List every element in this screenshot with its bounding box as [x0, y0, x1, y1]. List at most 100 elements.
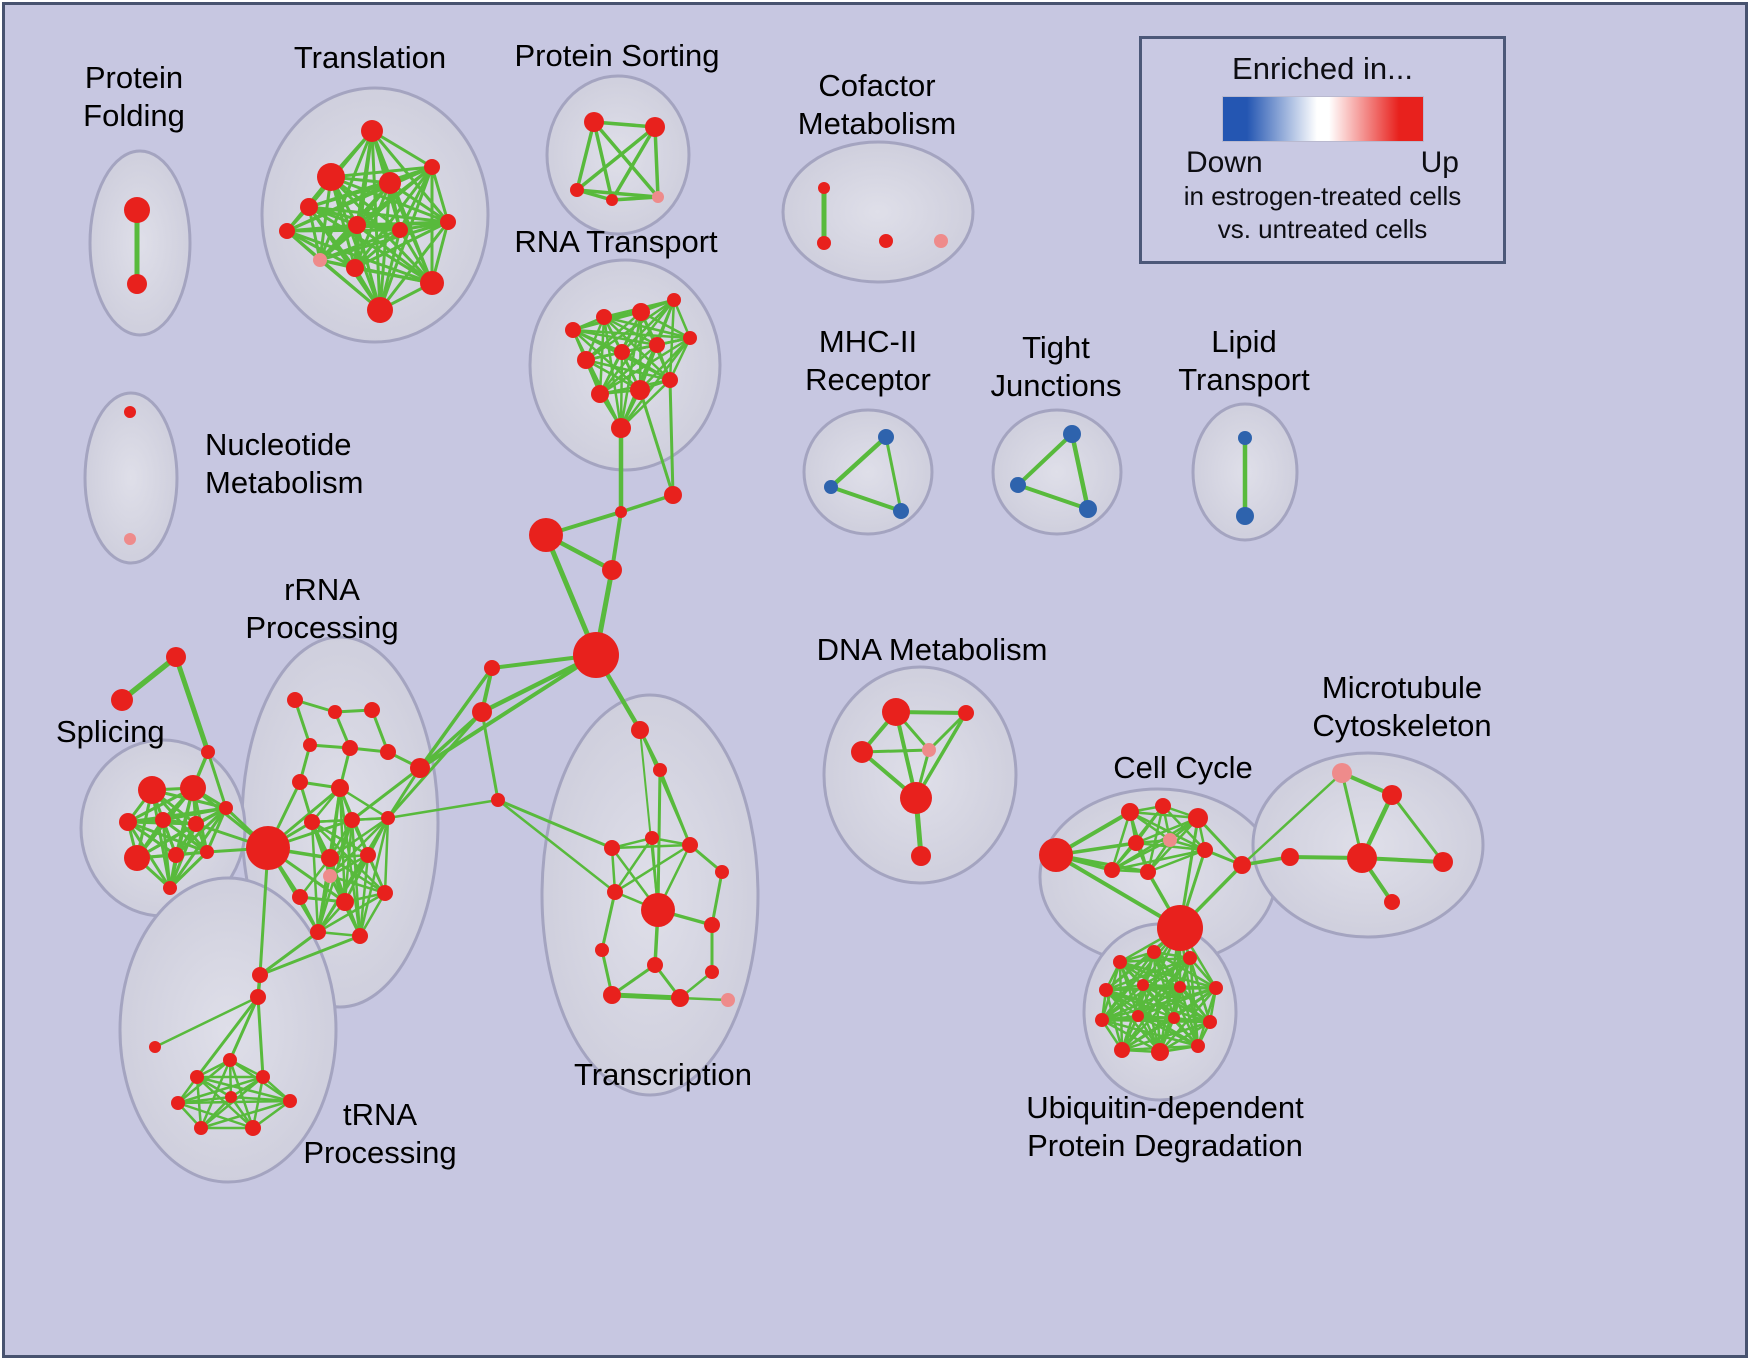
- network-node-cc10: [1233, 856, 1251, 874]
- network-node-s7: [124, 845, 150, 871]
- nodes-layer: [111, 112, 1453, 1136]
- network-node-ps4: [606, 194, 618, 206]
- cluster-label-trna-processing: tRNA: [343, 1097, 417, 1132]
- network-edge: [168, 850, 209, 890]
- network-node-r13: [381, 811, 395, 825]
- network-node-m8: [245, 1120, 261, 1136]
- network-node-g3: [201, 745, 215, 759]
- network-node-tj1: [1063, 425, 1081, 443]
- network-edge: [575, 120, 596, 192]
- network-node-rt4: [667, 293, 681, 307]
- network-node-r17: [292, 889, 308, 905]
- network-node-r10: [246, 826, 290, 870]
- network-node-s8: [168, 847, 184, 863]
- network-edge: [884, 435, 903, 513]
- network-edge: [1100, 985, 1182, 1022]
- legend-up-label: Up: [1420, 146, 1459, 179]
- network-node-ub12: [1114, 1042, 1130, 1058]
- network-node-x6: [715, 865, 729, 879]
- legend-title: Enriched in...: [1232, 51, 1413, 86]
- network-node-lt1: [1238, 431, 1252, 445]
- cluster-label-mhc-ii-receptor: MHC-II: [819, 324, 917, 359]
- network-edge: [829, 485, 903, 513]
- network-edge: [1104, 988, 1212, 1024]
- network-edge: [153, 995, 260, 1049]
- network-node-ub9: [1132, 1010, 1144, 1022]
- network-edge: [258, 934, 362, 977]
- network-edge: [1120, 1016, 1176, 1052]
- network-edge: [638, 388, 675, 497]
- network-edge: [119, 654, 179, 703]
- network-edge: [176, 1075, 265, 1105]
- network-edge: [358, 816, 390, 938]
- cluster-label-splicing: Splicing: [56, 714, 165, 749]
- cluster-cofactor-metabolism: [781, 140, 975, 284]
- network-node-cc11: [1157, 905, 1203, 951]
- network-node-d5: [900, 782, 932, 814]
- network-edge: [386, 798, 500, 820]
- cluster-label-lipid-transport: Lipid: [1211, 324, 1277, 359]
- network-node-c7: [491, 793, 505, 807]
- network-edge: [620, 298, 676, 354]
- network-node-r12: [344, 812, 360, 828]
- network-node-t9: [346, 259, 364, 277]
- network-node-s2: [180, 775, 206, 801]
- network-node-c6: [472, 702, 492, 722]
- network-node-x1: [631, 721, 649, 739]
- network-edge: [584, 310, 643, 362]
- network-node-ub3: [1183, 951, 1197, 965]
- cluster-label-microtubule-cytoskeleton: Cytoskeleton: [1312, 708, 1491, 743]
- network-edge: [1016, 483, 1090, 511]
- network-node-t12: [440, 214, 456, 230]
- network-node-r7: [410, 758, 430, 778]
- network-node-cc8: [1104, 862, 1120, 878]
- network-node-t5: [424, 159, 440, 175]
- network-node-r2: [328, 705, 342, 719]
- network-node-ub13: [1151, 1043, 1169, 1061]
- network-node-mh1: [878, 429, 894, 445]
- network-node-r22: [252, 967, 268, 983]
- network-node-s3: [119, 813, 137, 831]
- network-edge: [1104, 950, 1156, 992]
- network-edge: [610, 125, 657, 202]
- network-node-mt3: [1281, 848, 1299, 866]
- network-node-s5: [188, 816, 204, 832]
- network-edge: [1136, 986, 1218, 1018]
- network-node-t7: [392, 222, 408, 238]
- network-edge: [1240, 771, 1344, 867]
- network-edge: [353, 228, 402, 270]
- network-node-r4: [303, 738, 317, 752]
- network-node-d2: [958, 705, 974, 721]
- network-node-cc2: [1121, 803, 1139, 821]
- network-edge: [598, 343, 659, 396]
- network-edge: [598, 298, 676, 396]
- network-node-ub7: [1209, 981, 1223, 995]
- network-node-x13: [603, 986, 621, 1004]
- network-node-ub10: [1168, 1012, 1180, 1024]
- network-node-c3: [529, 518, 563, 552]
- network-edge: [619, 493, 675, 514]
- network-node-t6: [348, 216, 366, 234]
- network-edge: [610, 195, 660, 202]
- network-node-t13: [279, 223, 295, 239]
- network-edge: [328, 816, 390, 860]
- network-edge: [1120, 1020, 1212, 1052]
- cluster-label-ubiquitin-degradation: Ubiquitin-dependent: [1026, 1090, 1304, 1125]
- network-node-c4: [602, 560, 622, 580]
- cluster-tight-junctions: [991, 408, 1123, 536]
- network-node-nm1: [124, 406, 136, 418]
- network-node-ub4: [1099, 983, 1113, 997]
- network-node-mh2: [824, 480, 838, 494]
- legend-down-label: Down: [1186, 146, 1263, 179]
- legend-gradient-bar: [1221, 96, 1424, 142]
- network-edge: [592, 120, 657, 129]
- network-edge: [1136, 985, 1182, 1018]
- network-edge: [418, 710, 484, 770]
- network-edge: [1069, 431, 1091, 512]
- network-node-t8: [313, 253, 327, 267]
- network-node-m3: [256, 1070, 270, 1084]
- cluster-dna-metabolism: [822, 665, 1018, 885]
- network-node-x15: [721, 993, 735, 1007]
- network-node-t1: [361, 120, 383, 142]
